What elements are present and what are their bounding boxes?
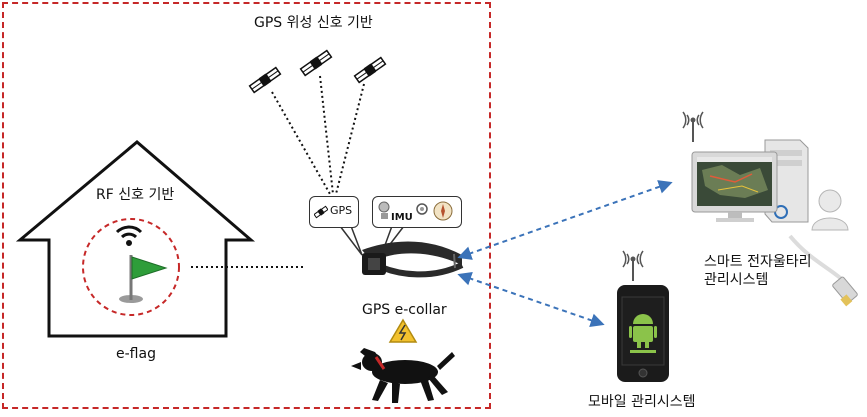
smartphone-icon bbox=[617, 285, 669, 382]
smart-system-label-line1: 스마트 전자울타리 bbox=[704, 254, 812, 270]
pc-antenna-icon bbox=[682, 111, 704, 142]
gps-sensor-bubble: GPS bbox=[309, 196, 359, 228]
phone-antenna-icon bbox=[622, 250, 644, 281]
wifi-icon bbox=[115, 225, 143, 246]
collar-label: GPS e-collar bbox=[362, 302, 447, 318]
desktop-computer-icon bbox=[691, 139, 809, 223]
eflag-label: e-flag bbox=[116, 346, 156, 362]
collar-icon bbox=[362, 241, 464, 278]
satellite-icon bbox=[353, 56, 387, 84]
satellite-signal-label: GPS 위성 신호 기반 bbox=[254, 15, 373, 31]
usb-cable-icon bbox=[788, 234, 858, 307]
dog-collar-band bbox=[374, 356, 386, 370]
rf-range-circle bbox=[82, 218, 180, 316]
dog-icon bbox=[351, 348, 455, 403]
gps-signal-lines bbox=[271, 75, 365, 195]
imu-sensor-bubble: IMU bbox=[372, 196, 462, 228]
user-avatar-icon bbox=[811, 189, 849, 231]
imu-tag: IMU bbox=[391, 212, 413, 223]
rf-signal-label: RF 신호 기반 bbox=[96, 187, 175, 203]
gps-bubble-tail bbox=[339, 225, 363, 256]
gps-tag: GPS bbox=[330, 204, 353, 217]
smart-system-label-line2: 관리시스템 bbox=[704, 272, 769, 288]
flag-icon bbox=[119, 255, 168, 303]
mobile-system-label: 모바일 관리시스템 bbox=[588, 394, 696, 410]
collar-to-mobile-link bbox=[457, 272, 605, 327]
house-outline bbox=[15, 140, 256, 338]
warning-icon bbox=[388, 318, 418, 343]
satellite-icon bbox=[299, 49, 333, 77]
satellite-icon bbox=[248, 66, 282, 94]
satellite-small-icon bbox=[314, 205, 328, 219]
imu-sensor-icons bbox=[378, 201, 453, 221]
collar-to-pc-link bbox=[457, 180, 673, 260]
